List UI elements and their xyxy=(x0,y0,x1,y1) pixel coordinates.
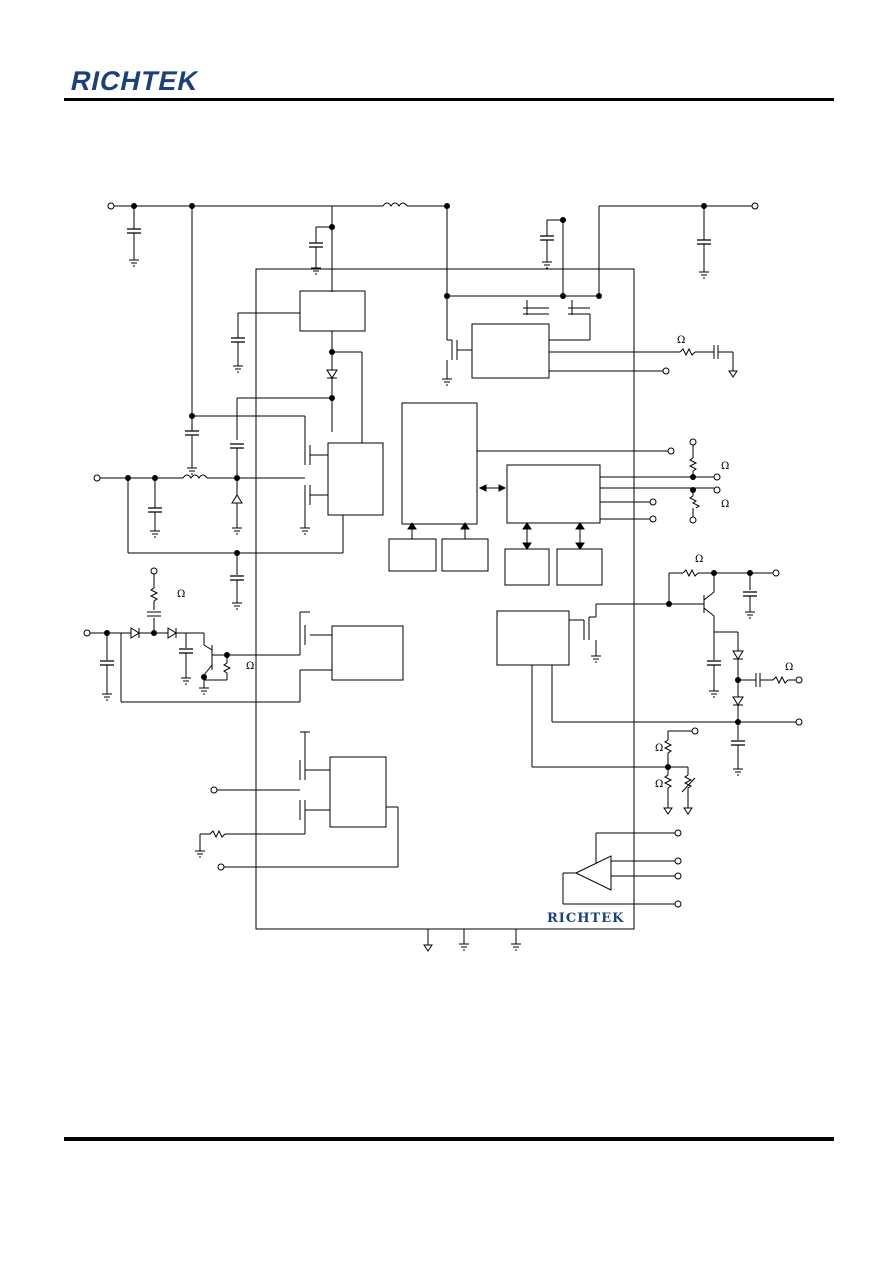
ohm-label: Ω xyxy=(177,589,185,600)
top-inductor xyxy=(382,202,408,207)
ohm-label: Ω xyxy=(785,662,793,673)
header-rule xyxy=(64,98,834,101)
ohm-label: Ω xyxy=(246,661,254,672)
ohm-label: Ω xyxy=(721,461,729,472)
ic-body xyxy=(255,268,635,930)
vin-terminal xyxy=(107,202,115,210)
chip-logo: RICHTEK xyxy=(547,911,624,926)
ohm-label: Ω xyxy=(655,743,663,754)
ohm-label: Ω xyxy=(677,335,685,346)
ohm-label: Ω xyxy=(721,499,729,510)
ohm-label: Ω xyxy=(695,554,703,565)
ohm-label: Ω xyxy=(655,779,663,790)
footer-rule xyxy=(64,1137,834,1141)
